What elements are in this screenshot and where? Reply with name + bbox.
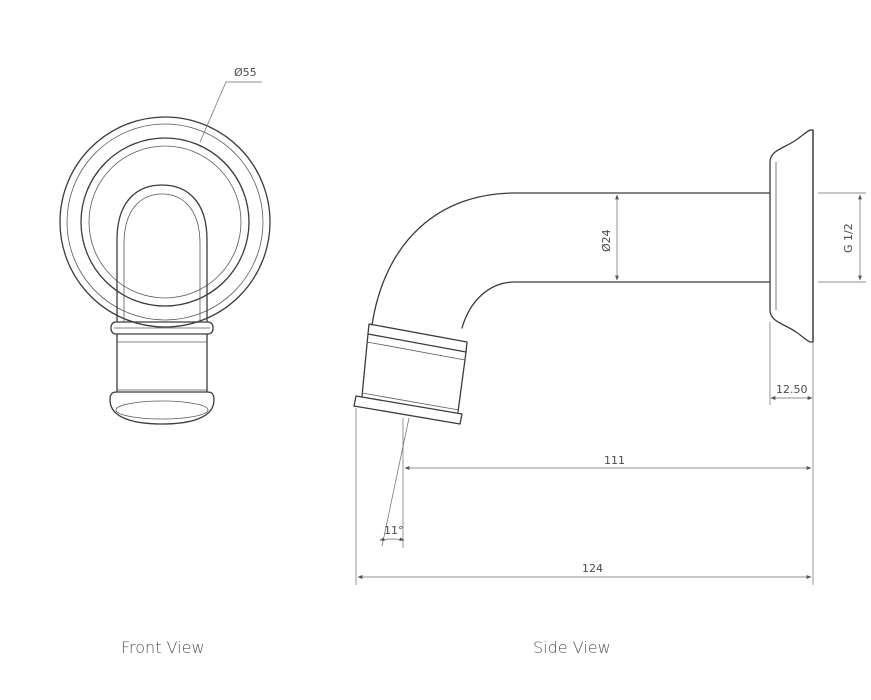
side-flange-outline	[769, 129, 814, 343]
front-outlet-opening	[115, 400, 209, 420]
label-flange-diameter: Ø55	[234, 66, 257, 79]
front-flange-outer	[59, 116, 271, 328]
label-outlet-angle: 11°	[384, 524, 404, 537]
front-collar-top-ring	[110, 321, 214, 335]
label-thread: G 1/2	[842, 223, 855, 253]
front-diameter-leader	[199, 81, 262, 143]
front-flange-ring-2	[66, 123, 264, 321]
side-view-caption: Side View	[533, 638, 611, 657]
label-spout-diameter: Ø24	[600, 229, 613, 252]
label-reach: 111	[604, 454, 625, 467]
front-view-caption: Front View	[121, 638, 205, 657]
front-flange-ring-3	[80, 137, 250, 307]
side-collar-top	[367, 323, 468, 353]
side-view	[353, 129, 866, 585]
front-pipe-inner-curve	[123, 193, 201, 322]
side-spout-top	[371, 192, 771, 326]
front-pipe-outline	[116, 184, 208, 323]
side-spout-bottom	[461, 281, 771, 329]
side-collar-body	[361, 333, 467, 413]
label-total-projection: 124	[582, 562, 603, 575]
side-collar-line-2	[361, 392, 460, 411]
label-flange-depth: 12.50	[776, 383, 808, 396]
front-outlet-rim	[109, 391, 215, 425]
front-view	[59, 81, 271, 425]
side-collar-line-1	[366, 341, 466, 361]
side-angle-ref-line	[381, 417, 410, 547]
front-flange-ring-4	[88, 145, 242, 299]
side-angle-arc	[379, 537, 405, 542]
side-outlet-rim	[353, 395, 463, 425]
front-collar-body	[116, 333, 208, 393]
